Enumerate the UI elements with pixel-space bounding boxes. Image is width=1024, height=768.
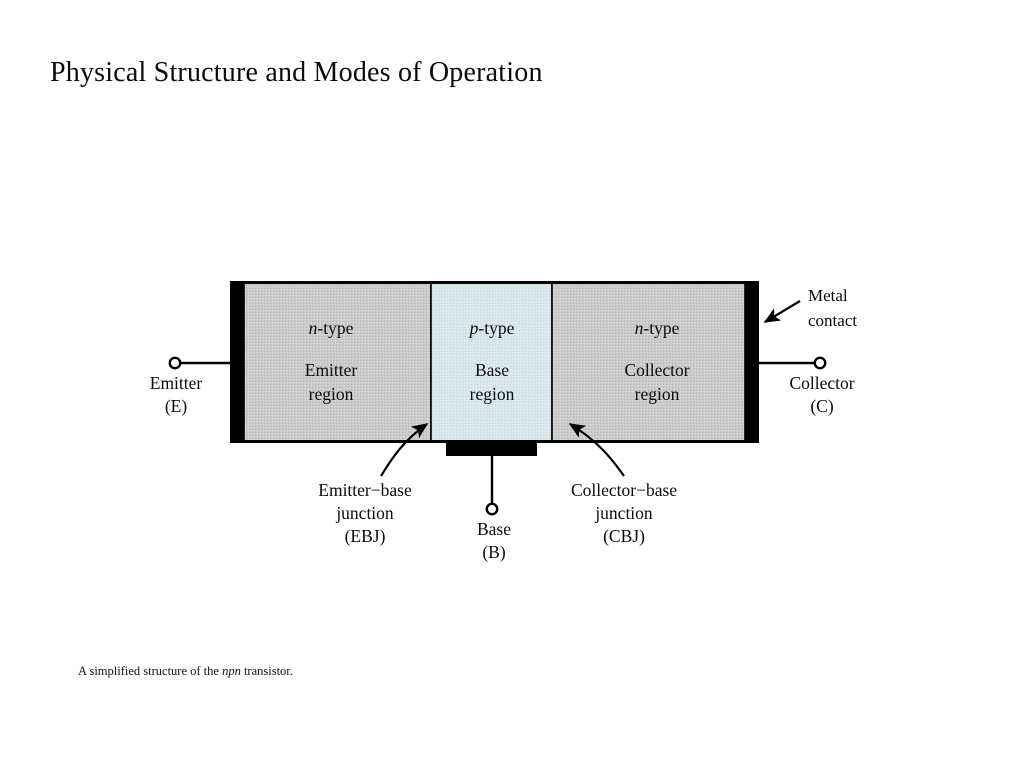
base-terminal-label-line1: Base: [477, 519, 511, 539]
emitter-region-labels: n-type Emitter region: [305, 318, 358, 404]
caption-italic-term: npn: [222, 664, 241, 678]
metal-contact-callout: Metal contact: [763, 286, 857, 330]
emitter-region-name-line1: Emitter: [305, 360, 358, 380]
emitter-doping-suffix: -type: [317, 318, 353, 338]
cbj-label-line2: junction: [594, 503, 653, 523]
ebj-arrow: [380, 423, 429, 477]
figure-caption: A simplified structure of the npn transi…: [78, 664, 293, 679]
base-doping-suffix: -type: [478, 318, 514, 338]
base-terminal[interactable]: Base (B): [446, 442, 537, 562]
base-metal-contact: [446, 442, 537, 456]
base-region-labels: p-type Base region: [468, 318, 515, 404]
emitter-region-name-line2: region: [309, 384, 354, 404]
cbj-label-line1: Collector−base: [571, 480, 677, 500]
cbj-callout: Collector−base junction (CBJ): [568, 423, 677, 546]
base-terminal-label-line2: (B): [482, 542, 506, 562]
metal-contact-label-line2: contact: [808, 311, 857, 330]
cbj-arrow: [568, 423, 625, 477]
collector-region-labels: n-type Collector region: [624, 318, 689, 404]
emitter-terminal-label-line1: Emitter: [150, 373, 203, 393]
collector-doping-suffix: -type: [643, 318, 679, 338]
emitter-terminal-node[interactable]: [168, 356, 182, 370]
cbj-label-line3: (CBJ): [603, 526, 645, 546]
collector-terminal-label-line1: Collector: [789, 373, 854, 393]
metal-contact-label-line1: Metal: [808, 286, 848, 305]
collector-terminal-label-line2: (C): [810, 396, 834, 416]
collector-terminal-node[interactable]: [813, 356, 827, 370]
metal-contact-arrow: [763, 300, 801, 323]
collector-region-name-line1: Collector: [624, 360, 689, 380]
collector-metal-contact: [745, 282, 759, 442]
page-title: Physical Structure and Modes of Operatio…: [50, 57, 543, 88]
ebj-label-line1: Emitter−base: [318, 480, 412, 500]
base-region-name-line2: region: [470, 384, 515, 404]
emitter-doping-label: n-type: [309, 318, 354, 338]
emitter-doping-letter: n: [309, 318, 318, 338]
emitter-region-body: [243, 281, 432, 443]
collector-doping-label: n-type: [635, 318, 680, 338]
emitter-terminal-label-line2: (E): [165, 396, 188, 416]
collector-terminal[interactable]: Collector (C): [757, 356, 855, 416]
emitter-terminal[interactable]: Emitter (E): [150, 356, 232, 416]
ebj-callout: Emitter−base junction (EBJ): [318, 423, 429, 546]
base-doping-letter: p: [468, 318, 479, 338]
collector-doping-letter: n: [635, 318, 644, 338]
emitter-metal-contact: [230, 282, 244, 442]
caption-prefix: A simplified structure of the: [78, 664, 223, 678]
base-region-name-line1: Base: [475, 360, 509, 380]
collector-region-name-line2: region: [635, 384, 680, 404]
base-terminal-node[interactable]: [485, 502, 499, 516]
caption-suffix: transistor.: [240, 664, 293, 678]
ebj-label-line3: (EBJ): [345, 526, 386, 546]
ebj-label-line2: junction: [335, 503, 394, 523]
base-doping-label: p-type: [468, 318, 515, 338]
